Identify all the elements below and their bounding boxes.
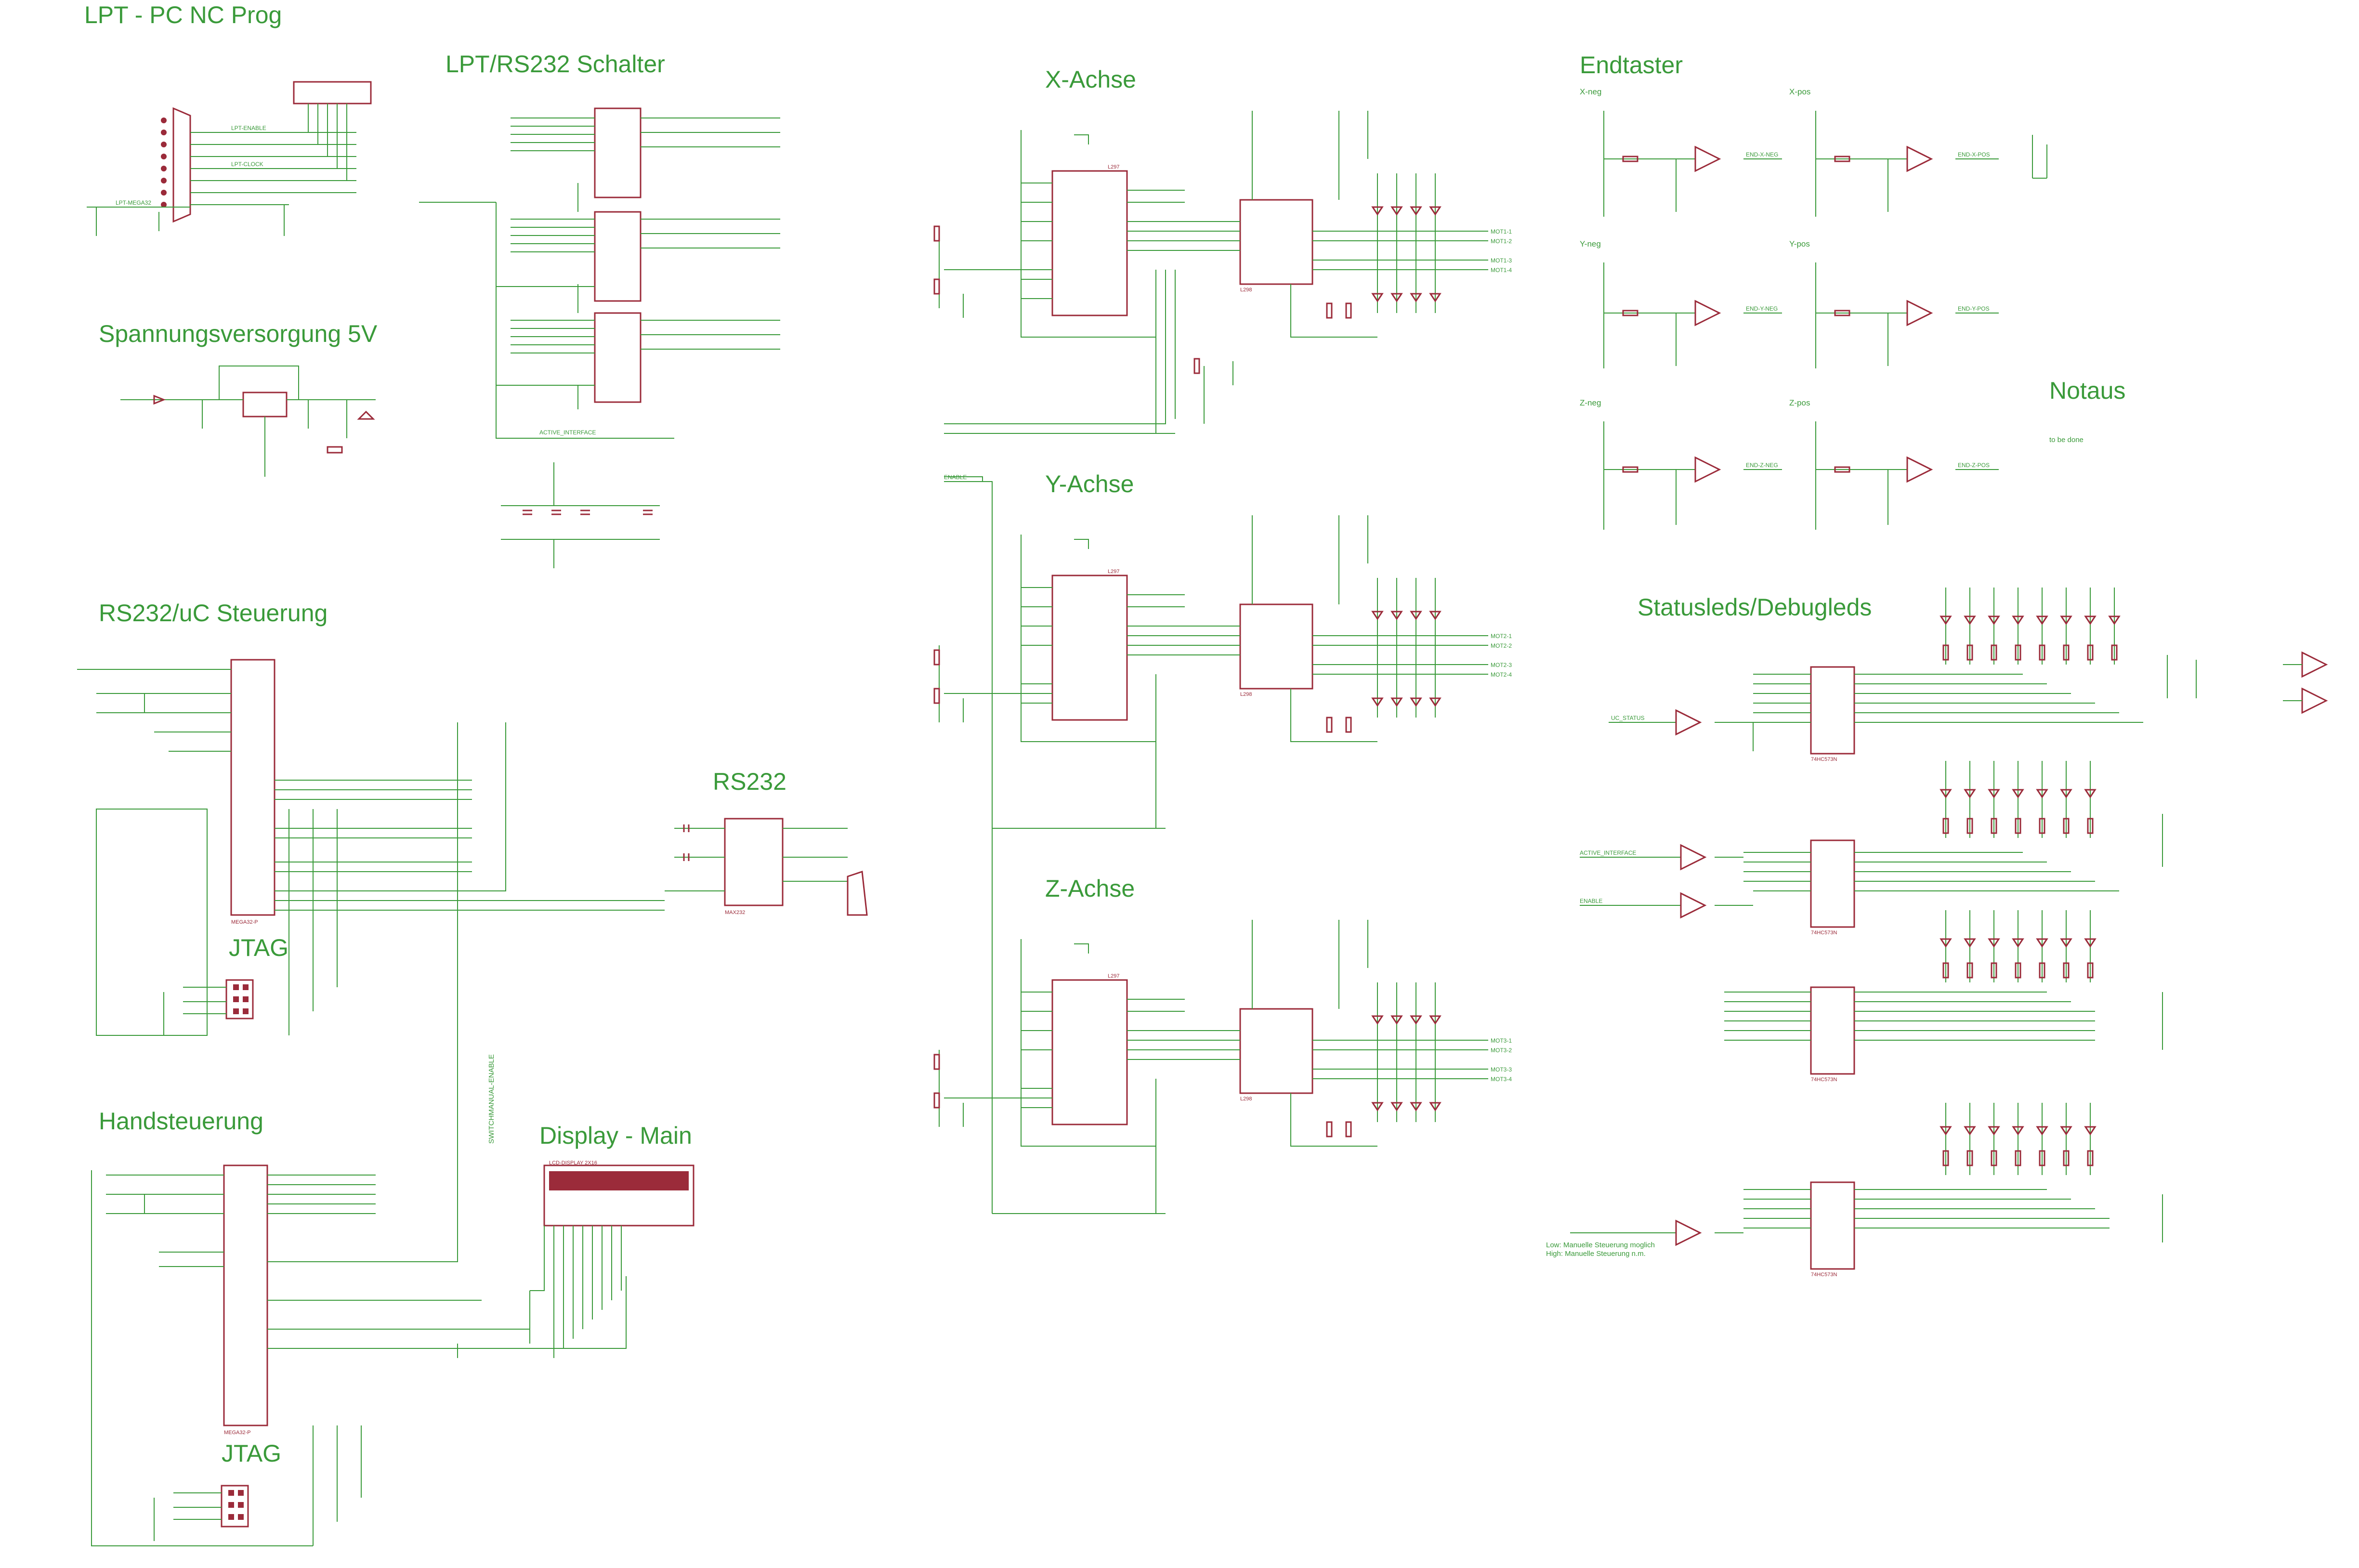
svg-text:ACTIVE_INTERFACE: ACTIVE_INTERFACE	[539, 429, 596, 436]
svg-text:Z-pos: Z-pos	[1789, 398, 1810, 407]
mcu2: MEGA32-P	[223, 1164, 268, 1436]
svg-text:L297: L297	[1108, 973, 1119, 979]
svg-text:END-X-POS: END-X-POS	[1958, 151, 1990, 158]
max232: MAX232	[665, 818, 868, 916]
status-inverters	[2162, 651, 2328, 1242]
status-leds	[1940, 615, 2121, 1166]
endstop-x: X-neg X-pos END-X-NEG END-X-POS	[1580, 87, 1999, 217]
title-estop: Notaus	[2049, 377, 2125, 404]
svg-text:MOT3-2: MOT3-2	[1491, 1047, 1512, 1054]
x-axis-driver: L297 L298 MOT1-1 MOT1-2 MOT1-3 MOT1-4	[933, 111, 1512, 433]
y-axis-driver: L297 L298 MOT2-1 MOT2-2 MOT2-3 MOT2-4	[933, 515, 1512, 828]
svg-text:END-Y-NEG: END-Y-NEG	[1746, 305, 1778, 312]
lcd-display: LCD-DISPLAY 2X16	[529, 1160, 695, 1358]
svg-text:ENABLE: ENABLE	[944, 474, 967, 481]
svg-text:74HC573N: 74HC573N	[1811, 1077, 1837, 1083]
jtag2-header	[154, 1485, 249, 1541]
svg-text:Z-neg: Z-neg	[1580, 398, 1601, 407]
svg-text:L297: L297	[1108, 164, 1119, 170]
svg-text:UC_STATUS: UC_STATUS	[1611, 715, 1645, 721]
z-axis-driver: L297 L298 MOT3-1 MOT3-2 MOT3-3 MOT3-4	[933, 920, 1512, 1214]
mcu2-wires	[91, 722, 627, 1546]
svg-text:END-X-NEG: END-X-NEG	[1746, 151, 1778, 158]
endstop-y: Y-neg Y-pos END-Y-NEG END-Y-POS	[1580, 239, 1999, 368]
title-x-axis: X-Achse	[1045, 66, 1136, 93]
title-z-axis: Z-Achse	[1045, 875, 1135, 902]
svg-text:L298: L298	[1240, 1096, 1252, 1102]
title-lpt: LPT - PC NC Prog	[84, 1, 282, 28]
status-bank-2: 74HC573N ACTIVE_INTERFACE ENABLE	[1580, 761, 2119, 936]
svg-text:74HC573N: 74HC573N	[1811, 1272, 1837, 1278]
svg-text:END-Y-POS: END-Y-POS	[1958, 305, 1990, 312]
svg-text:Y-neg: Y-neg	[1580, 239, 1601, 248]
title-rs232: RS232	[713, 768, 786, 795]
title-status: Statusleds/Debugleds	[1638, 594, 1872, 621]
switch-wires	[419, 118, 780, 439]
switch-decoupling	[501, 462, 660, 568]
resistor-array	[293, 81, 372, 105]
endstop-decoupling	[2032, 135, 2047, 179]
svg-text:L297: L297	[1108, 569, 1119, 575]
svg-text:MEGA32-P: MEGA32-P	[231, 919, 258, 925]
mcu1-wires	[77, 669, 665, 1036]
svg-text:MOT2-1: MOT2-1	[1491, 633, 1512, 640]
switch-buffers	[594, 107, 642, 403]
svg-text:ENABLE: ENABLE	[1580, 898, 1602, 904]
title-rs232-uc: RS232/uC Steuerung	[99, 600, 328, 627]
title-jtag-2: JTAG	[222, 1440, 281, 1467]
title-hand: Handsteuerung	[99, 1108, 263, 1135]
svg-text:MOT3-3: MOT3-3	[1491, 1066, 1512, 1073]
svg-text:MOT3-1: MOT3-1	[1491, 1037, 1512, 1044]
endstop-z: Z-neg Z-pos END-Z-NEG END-Z-POS	[1580, 398, 1999, 530]
svg-text:MOT2-4: MOT2-4	[1491, 671, 1512, 678]
status-bank-3: 74HC573N	[1724, 910, 2095, 1083]
svg-text:MOT2-2: MOT2-2	[1491, 642, 1512, 649]
jtag1-header	[163, 979, 254, 1035]
svg-text:MOT2-3: MOT2-3	[1491, 662, 1512, 668]
title-lpt-switch: LPT/RS232 Schalter	[446, 51, 665, 78]
svg-text:END-Z-POS: END-Z-POS	[1958, 462, 1990, 469]
svg-text:SWITCHMANUAL-ENABLE: SWITCHMANUAL-ENABLE	[487, 1054, 496, 1144]
svg-text:LPT-ENABLE: LPT-ENABLE	[231, 125, 266, 131]
svg-text:X-neg: X-neg	[1580, 87, 1601, 96]
title-y-axis: Y-Achse	[1045, 470, 1134, 497]
svg-text:MOT1-1: MOT1-1	[1491, 228, 1512, 235]
lpt-wires	[87, 104, 356, 236]
svg-text:MAX232: MAX232	[725, 910, 745, 915]
svg-text:L298: L298	[1240, 287, 1252, 293]
mcu1: MEGA32-P	[230, 659, 275, 925]
title-jtag-1: JTAG	[229, 934, 288, 961]
title-power: Spannungsversorgung 5V	[99, 320, 378, 347]
svg-text:X-pos: X-pos	[1789, 87, 1810, 96]
lpt-connector	[161, 107, 191, 223]
estop-note: to be done	[2049, 436, 2084, 444]
svg-text:L298: L298	[1240, 692, 1252, 697]
svg-text:Low: Manuelle Steuerung moglic: Low: Manuelle Steuerung moglich	[1546, 1241, 1655, 1249]
power-regulator	[120, 366, 376, 477]
svg-text:MEGA32-P: MEGA32-P	[224, 1430, 251, 1436]
svg-text:END-Z-NEG: END-Z-NEG	[1746, 462, 1778, 469]
svg-text:74HC573N: 74HC573N	[1811, 757, 1837, 762]
axis-bus	[944, 270, 1175, 1214]
svg-text:Y-pos: Y-pos	[1789, 239, 1810, 248]
title-endstops: Endtaster	[1580, 52, 1683, 78]
status-bank-1: 74HC573N UC_STATUS	[1609, 588, 2143, 762]
svg-text:LPT-MEGA32: LPT-MEGA32	[116, 199, 151, 206]
svg-text:MOT1-4: MOT1-4	[1491, 267, 1512, 274]
svg-text:LCD-DISPLAY 2X16: LCD-DISPLAY 2X16	[549, 1160, 597, 1166]
status-bank-4: 74HC573N	[1570, 1103, 2110, 1278]
svg-text:MOT3-4: MOT3-4	[1491, 1076, 1512, 1083]
title-display: Display - Main	[539, 1122, 692, 1149]
svg-text:MOT1-2: MOT1-2	[1491, 238, 1512, 245]
svg-text:MOT1-3: MOT1-3	[1491, 257, 1512, 264]
svg-text:LPT-CLOCK: LPT-CLOCK	[231, 161, 263, 168]
svg-text:ACTIVE_INTERFACE: ACTIVE_INTERFACE	[1580, 849, 1636, 856]
svg-text:High: Manuelle Steuerung n.m.: High: Manuelle Steuerung n.m.	[1546, 1250, 1646, 1258]
svg-text:74HC573N: 74HC573N	[1811, 930, 1837, 936]
